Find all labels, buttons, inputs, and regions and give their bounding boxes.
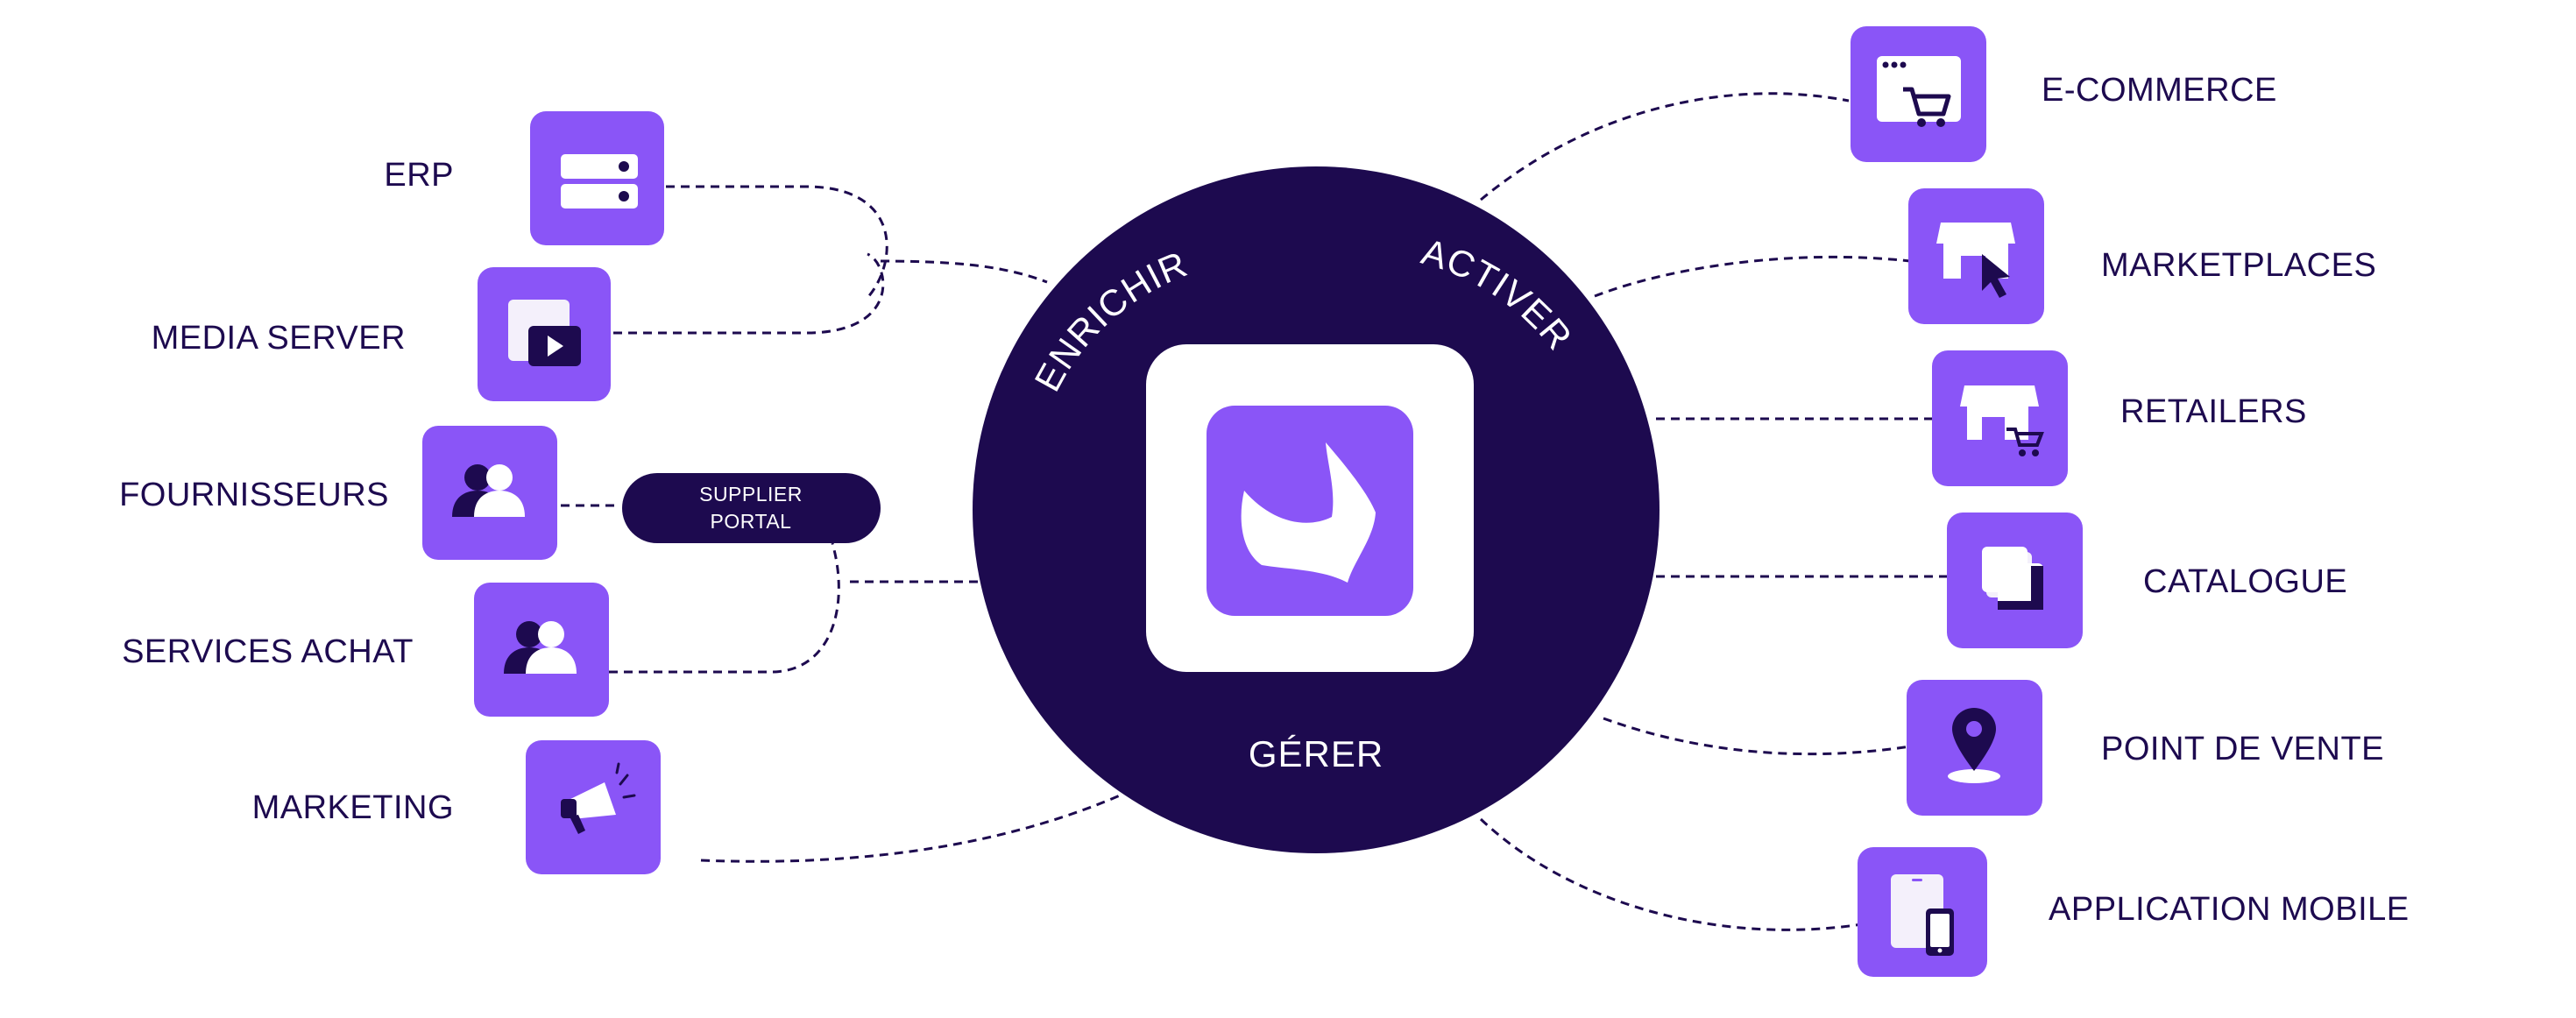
retailers-label: RETAILERS — [2120, 393, 2307, 430]
source-connectors — [561, 185, 1127, 863]
supplier-portal-line1: SUPPLIER — [699, 483, 803, 505]
browser-cart-icon — [1877, 56, 1961, 127]
connector-point-de-vente — [1603, 717, 1911, 756]
destination-application-mobile: APPLICATION MOBILE — [1858, 847, 2410, 977]
connector-merge-top — [880, 259, 1048, 284]
connector-marketing — [700, 791, 1127, 863]
source-services-achat: SERVICES ACHAT — [122, 583, 609, 717]
connector-services-achat — [609, 542, 840, 674]
akeneo-flower-icon — [1241, 442, 1376, 583]
destination-catalogue: CATALOGUE — [1947, 513, 2347, 648]
destination-retailers: RETAILERS — [1932, 350, 2307, 486]
megaphone-icon — [561, 762, 636, 834]
connector-marketplaces — [1594, 255, 1911, 298]
connector-erp — [666, 185, 888, 299]
marketplaces-label: MARKETPLACES — [2101, 247, 2376, 284]
users-icon — [504, 621, 577, 674]
media-play-icon — [508, 300, 581, 366]
store-cart-icon — [1960, 385, 2044, 456]
point-de-vente-label: POINT DE VENTE — [2101, 731, 2384, 767]
source-erp: ERP — [384, 111, 664, 245]
source-media-server: MEDIA SERVER — [152, 267, 611, 401]
source-fournisseurs: FOURNISSEURS — [119, 426, 557, 560]
destination-marketplaces: MARKETPLACES — [1908, 188, 2376, 324]
supplier-portal-pill — [622, 473, 881, 543]
supplier-portal: SUPPLIER PORTAL — [622, 473, 881, 543]
supplier-portal-line2: PORTAL — [711, 510, 792, 533]
fournisseurs-label: FOURNISSEURS — [119, 477, 389, 513]
services-achat-label: SERVICES ACHAT — [122, 633, 414, 670]
destination-e-commerce: E-COMMERCE — [1851, 26, 2277, 162]
hub-label-gerer: GÉRER — [1249, 733, 1384, 774]
server-icon — [561, 154, 638, 209]
connector-e-commerce — [1480, 92, 1850, 201]
media-server-label: MEDIA SERVER — [152, 320, 406, 357]
users-icon — [452, 464, 525, 517]
destination-point-de-vente: POINT DE VENTE — [1907, 680, 2384, 816]
marketing-label: MARKETING — [252, 789, 454, 826]
store-cursor-icon — [1936, 223, 2015, 298]
catalogue-label: CATALOGUE — [2143, 563, 2347, 600]
hub: ENRICHIR ACTIVER GÉRER — [973, 166, 1660, 853]
source-marketing: MARKETING — [252, 740, 661, 874]
catalogue-pages-icon — [1982, 547, 2043, 610]
mobile-tablet-icon — [1891, 874, 1954, 956]
connector-media-server — [613, 252, 885, 335]
application-mobile-label: APPLICATION MOBILE — [2049, 891, 2410, 928]
e-commerce-label: E-COMMERCE — [2042, 72, 2277, 109]
map-pin-icon — [1948, 708, 2000, 783]
erp-label: ERP — [384, 157, 454, 194]
hub-logo-tile — [1207, 406, 1413, 616]
destination-connectors — [1479, 92, 1950, 931]
connector-application-mobile — [1479, 817, 1863, 931]
